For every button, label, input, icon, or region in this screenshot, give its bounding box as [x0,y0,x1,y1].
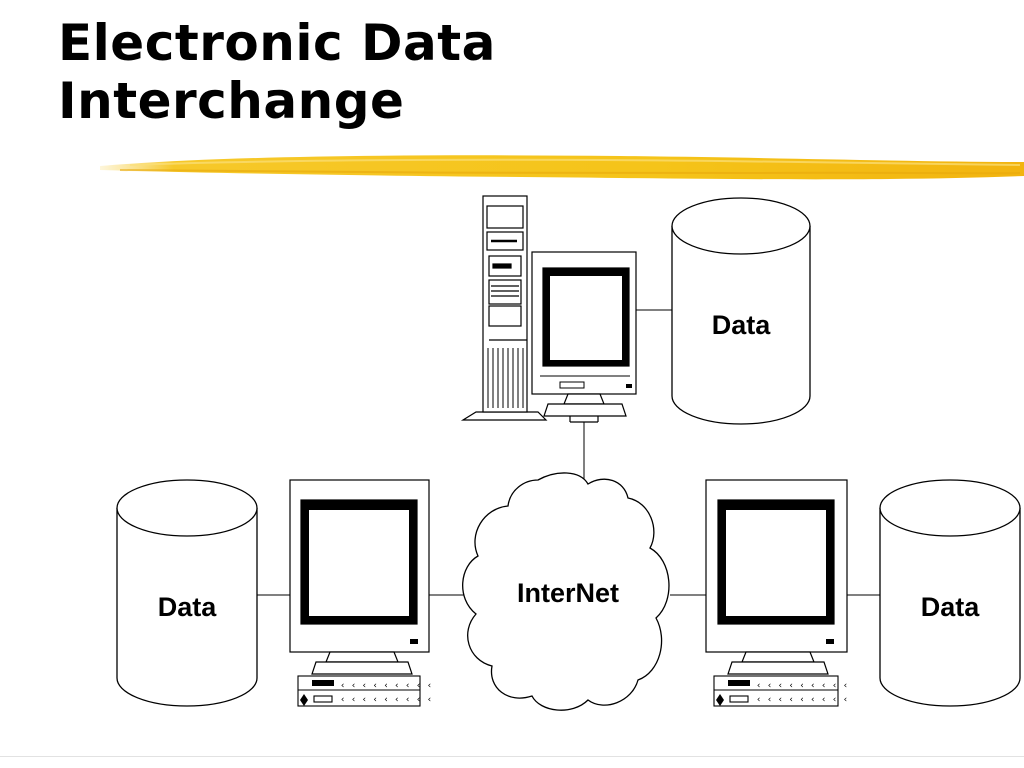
left-database-label: Data [158,592,218,622]
svg-text:‹ ‹ ‹ ‹ ‹ ‹ ‹ ‹ ‹: ‹ ‹ ‹ ‹ ‹ ‹ ‹ ‹ ‹ [756,681,848,691]
svg-text:‹ ‹ ‹ ‹ ‹ ‹ ‹ ‹ ‹: ‹ ‹ ‹ ‹ ‹ ‹ ‹ ‹ ‹ [340,695,432,705]
left-keyboard-icon: ‹ ‹ ‹ ‹ ‹ ‹ ‹ ‹ ‹ ‹ ‹ ‹ ‹ ‹ ‹ ‹ ‹ ‹ [297,675,432,707]
slide-title: Electronic Data Interchange [58,14,496,130]
title-line-1: Electronic Data [58,14,496,72]
network-label: InterNet [517,578,619,608]
svg-text:‹ ‹ ‹ ‹ ‹ ‹ ‹ ‹ ‹: ‹ ‹ ‹ ‹ ‹ ‹ ‹ ‹ ‹ [340,681,432,691]
right-keyboard-icon: ‹ ‹ ‹ ‹ ‹ ‹ ‹ ‹ ‹ ‹ ‹ ‹ ‹ ‹ ‹ ‹ ‹ ‹ [713,675,848,707]
right-database-icon [879,479,1021,707]
svg-text:‹ ‹ ‹ ‹ ‹ ‹ ‹ ‹ ‹: ‹ ‹ ‹ ‹ ‹ ‹ ‹ ‹ ‹ [756,695,848,705]
server-monitor-icon [531,251,637,423]
left-monitor-icon [289,479,430,675]
right-database-label: Data [921,592,981,622]
bottom-divider [0,756,1024,757]
connector-lines [257,309,880,596]
right-monitor-icon [705,479,848,675]
server-database-icon [671,197,811,425]
server-database-label: Data [712,310,772,340]
left-database-icon [116,479,258,707]
tower-server-icon [460,195,548,421]
title-line-2: Interchange [58,72,405,130]
highlighter-stroke [100,155,1024,180]
cloud-icon [462,472,670,711]
